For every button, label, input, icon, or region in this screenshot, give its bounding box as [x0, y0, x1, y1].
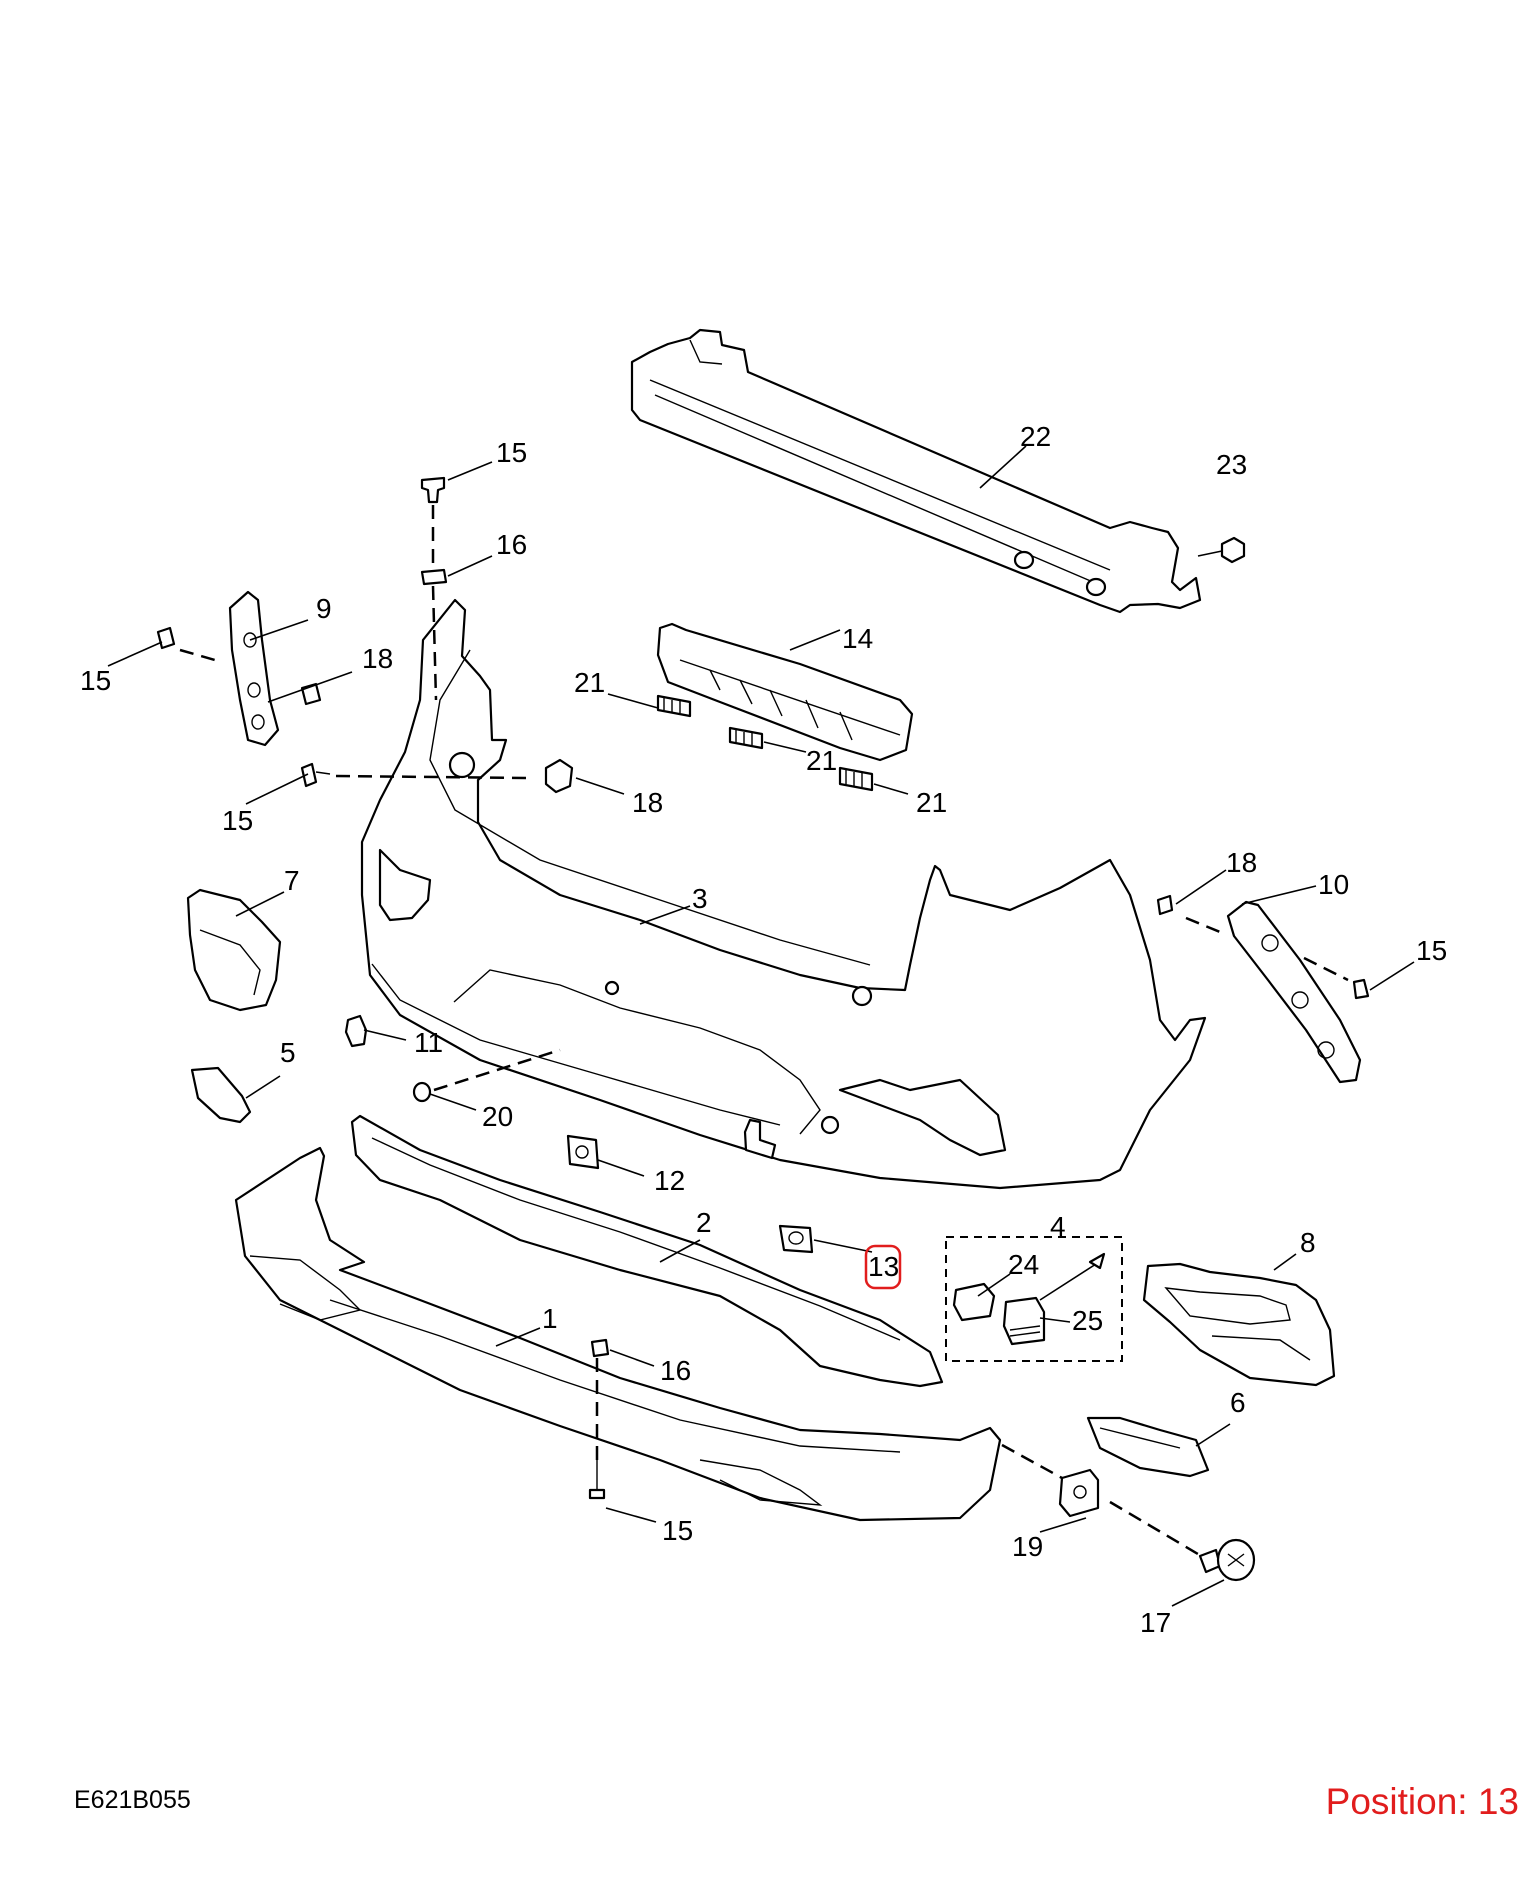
callout-12[interactable]: 12	[654, 1165, 685, 1196]
part-24-tow-eye-cover[interactable]	[952, 1282, 996, 1322]
part-21-clip-a[interactable]	[656, 694, 692, 718]
part-1-lower-diffuser[interactable]	[234, 1146, 1002, 1522]
callout-18-left[interactable]: 18	[362, 643, 393, 674]
callout-1[interactable]: 1	[542, 1303, 558, 1334]
callout-18-right[interactable]: 18	[1226, 847, 1257, 878]
callout-3[interactable]: 3	[692, 883, 708, 914]
callout-19[interactable]: 19	[1012, 1531, 1043, 1562]
callout-23[interactable]: 23	[1216, 449, 1247, 480]
assembly-lines	[179, 505, 1349, 1556]
callout-18-middle[interactable]: 18	[632, 787, 663, 818]
callout-10[interactable]: 10	[1318, 869, 1349, 900]
callout-14[interactable]: 14	[842, 623, 873, 654]
part-5-left-reflector[interactable]	[190, 1066, 252, 1124]
part-10-right-bracket[interactable]	[1226, 900, 1362, 1084]
callout-22[interactable]: 22	[1020, 421, 1051, 452]
callout-13[interactable]: 13	[868, 1251, 899, 1282]
part-6-right-reflector[interactable]	[1086, 1416, 1210, 1478]
callout-7[interactable]: 7	[284, 865, 300, 896]
callout-20[interactable]: 20	[482, 1101, 513, 1132]
callout-15-left-lower[interactable]: 15	[222, 805, 253, 836]
position-label: Position: 13	[1325, 1781, 1519, 1822]
callout-5[interactable]: 5	[280, 1037, 296, 1068]
part-7-left-reflector-housing[interactable]	[186, 888, 282, 1012]
diagram-code: E621B055	[74, 1786, 191, 1814]
callout-21-a[interactable]: 21	[574, 667, 605, 698]
callout-6[interactable]: 6	[1230, 1387, 1246, 1418]
part-20-screw[interactable]	[412, 1081, 432, 1103]
callout-15-left-upper[interactable]: 15	[80, 665, 111, 696]
part-25-tow-cover-bracket[interactable]	[1002, 1252, 1106, 1346]
callout-4[interactable]: 4	[1050, 1211, 1066, 1242]
callout-16-top[interactable]: 16	[496, 529, 527, 560]
part-13-bracket[interactable]	[778, 1224, 814, 1254]
part-18-nut-middle[interactable]	[544, 758, 574, 794]
callout-17[interactable]: 17	[1140, 1607, 1171, 1638]
part-15-screw-right[interactable]	[1352, 978, 1370, 1000]
callout-24[interactable]: 24	[1008, 1249, 1039, 1280]
part-3-bumper-cover[interactable]	[360, 598, 1207, 1190]
part-21-clip-c[interactable]	[838, 766, 874, 792]
part-16-clip-top[interactable]	[420, 568, 448, 586]
callout-15-top[interactable]: 15	[496, 437, 527, 468]
part-15-screw-top[interactable]	[420, 476, 446, 504]
callout-8[interactable]: 8	[1300, 1227, 1316, 1258]
callout-9[interactable]: 9	[316, 593, 332, 624]
part-2-lower-trim[interactable]	[350, 1114, 944, 1388]
part-18-nut-right[interactable]	[1156, 894, 1174, 916]
callout-21-b[interactable]: 21	[806, 745, 837, 776]
part-15-screw-bottom[interactable]	[588, 1460, 606, 1500]
part-9-left-bracket[interactable]	[228, 590, 280, 747]
callout-15-bottom[interactable]: 15	[662, 1515, 693, 1546]
part-23-nut[interactable]	[1197, 536, 1246, 564]
highlight-box	[864, 1244, 902, 1290]
callout-16-bottom[interactable]: 16	[660, 1355, 691, 1386]
part-14-energy-absorber[interactable]	[656, 622, 914, 762]
callout-15-right[interactable]: 15	[1416, 935, 1447, 966]
leader-lines	[107, 445, 1415, 1607]
callout-25[interactable]: 25	[1072, 1305, 1103, 1336]
part-4-tow-eye-cover-group[interactable]	[945, 1236, 1123, 1362]
part-8-right-exhaust-finisher[interactable]	[1142, 1262, 1336, 1387]
callout-labels: 1 2 3 4 5 6 7 8 9 10 11 12 13 14 15 15 1…	[80, 421, 1447, 1638]
part-11-clip[interactable]	[344, 1014, 368, 1048]
callout-21-c[interactable]: 21	[916, 787, 947, 818]
part-15-screw-left-upper[interactable]	[156, 626, 176, 650]
part-16-clip-bottom[interactable]	[590, 1338, 610, 1358]
part-17-push-pin[interactable]	[1198, 1538, 1256, 1582]
part-19-clip[interactable]	[1058, 1468, 1100, 1518]
callout-11[interactable]: 11	[414, 1027, 443, 1058]
callout-2[interactable]: 2	[696, 1207, 712, 1238]
part-22-reinforcement-beam[interactable]	[630, 328, 1202, 614]
part-21-clip-b[interactable]	[728, 726, 764, 750]
part-12-bracket[interactable]	[566, 1134, 600, 1170]
part-15-screw-left-lower[interactable]	[300, 762, 331, 788]
